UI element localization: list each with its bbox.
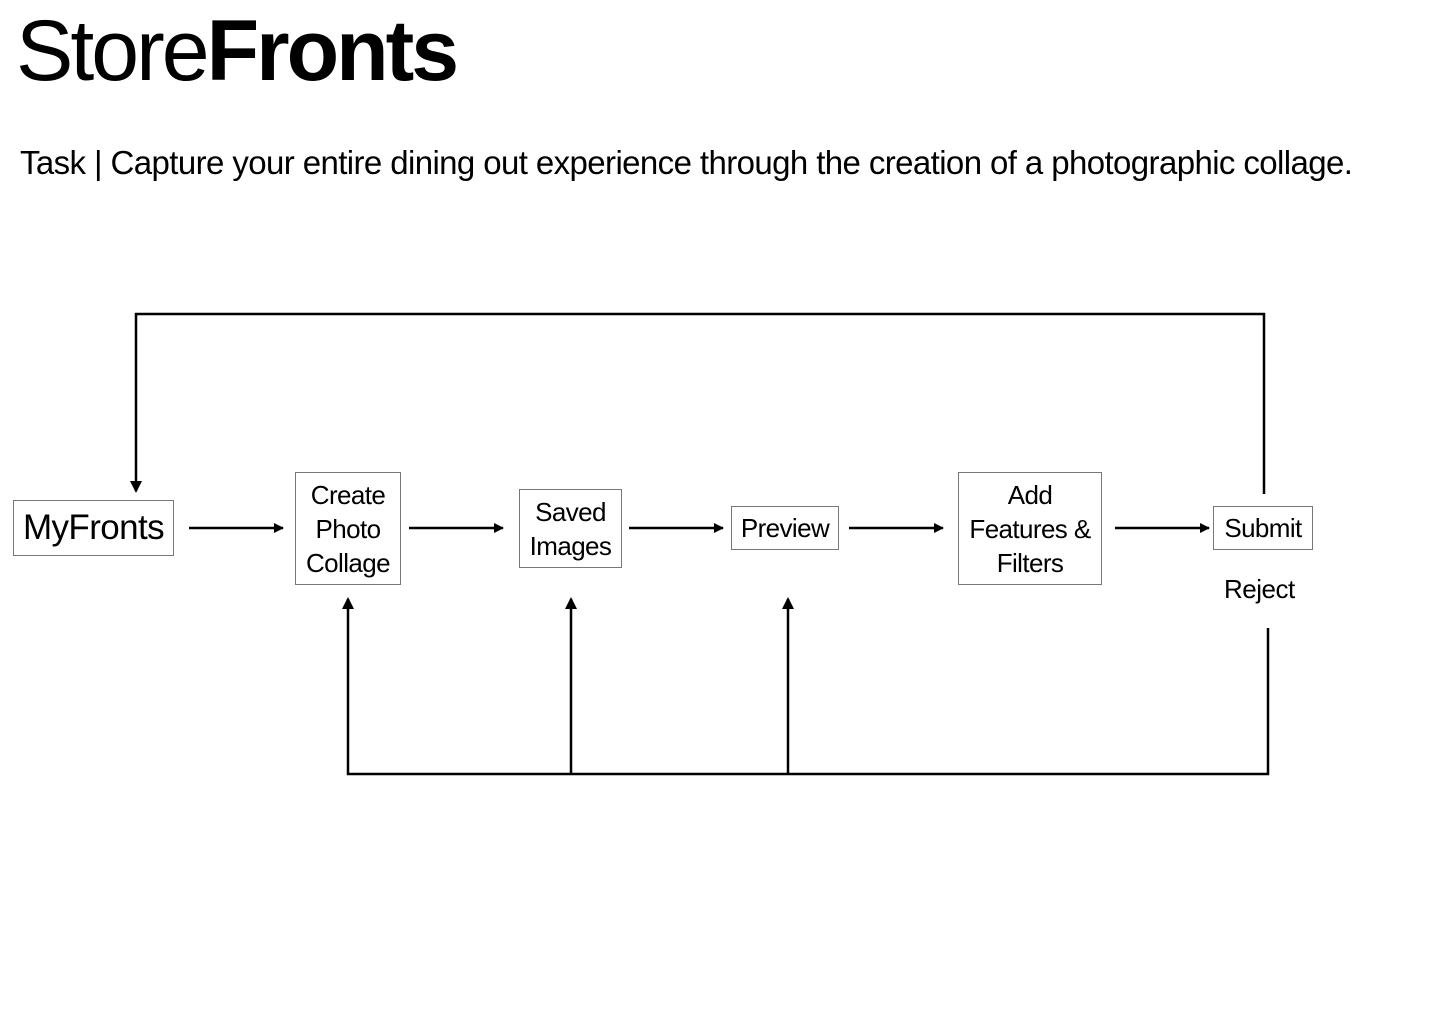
task-description: Task | Capture your entire dining out ex… <box>20 144 1353 181</box>
node-myfronts[interactable]: MyFronts <box>13 500 174 556</box>
node-preview[interactable]: Preview <box>731 506 839 550</box>
node-create-photo-collage[interactable]: Create Photo Collage <box>295 472 401 585</box>
node-add-features-filters[interactable]: Add Features & Filters <box>958 472 1102 585</box>
node-create-line-1: Create <box>310 479 386 510</box>
node-submit[interactable]: Submit <box>1213 506 1313 550</box>
node-create-line-3: Collage <box>306 547 391 578</box>
node-submit-label: Submit <box>1224 513 1302 543</box>
node-features-line-2: Features & <box>969 513 1091 544</box>
node-create-line-2: Photo <box>315 513 382 544</box>
title-store: Store <box>16 3 210 99</box>
node-saved-line-1: Saved <box>535 496 606 527</box>
node-preview-label: Preview <box>740 513 830 543</box>
node-saved-line-2: Images <box>529 530 612 561</box>
reject-label: Reject <box>1224 574 1295 604</box>
app-title: StoreFronts <box>16 8 459 94</box>
reject-to-create <box>342 597 1270 776</box>
node-saved-images[interactable]: Saved Images <box>519 489 622 568</box>
node-myfronts-label: MyFronts <box>22 508 165 547</box>
node-features-line-3: Filters <box>996 547 1064 578</box>
node-features-line-1: Add <box>1007 479 1053 510</box>
loop-submit-to-myfronts <box>130 312 1266 494</box>
title-fronts: Fronts <box>206 3 460 99</box>
